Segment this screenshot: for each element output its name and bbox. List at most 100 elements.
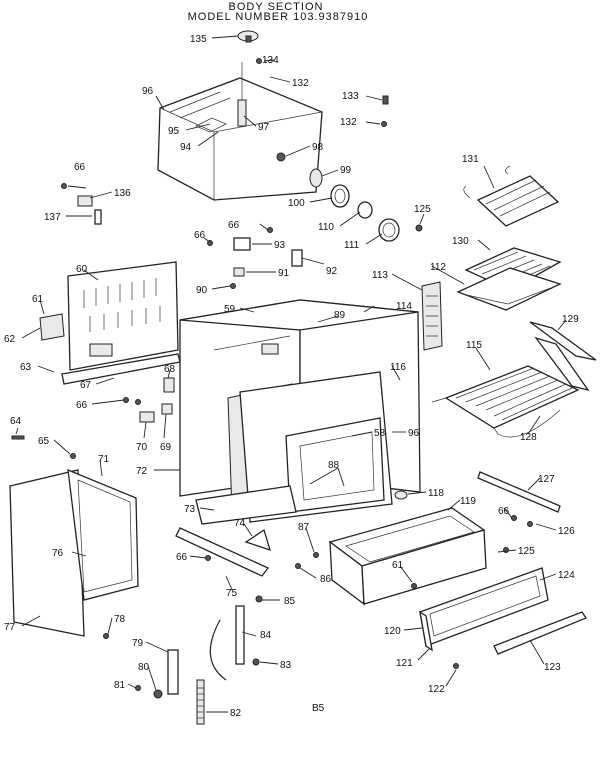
callout-96: 96: [408, 428, 420, 439]
broil-pan-130: [456, 247, 562, 311]
callout-137: 137: [44, 212, 61, 223]
callout-113: 113: [372, 270, 388, 281]
callout-136: 136: [114, 188, 131, 199]
callout-64: 64: [10, 416, 22, 427]
lamp-socket-100: [330, 184, 350, 208]
rack-support-129: [529, 321, 597, 361]
diagram-title: BODY SECTION: [228, 1, 324, 13]
callout-82: 82: [230, 708, 242, 719]
callout-60: 60: [76, 264, 88, 275]
callout-68: 68: [164, 364, 176, 375]
callout-66: 66: [76, 400, 88, 411]
callout-95: 95: [168, 126, 180, 137]
callout-132: 132: [340, 117, 357, 128]
callout-90: 90: [196, 285, 208, 296]
callout-66: 66: [228, 220, 240, 231]
rail-127: [477, 471, 561, 513]
callout-61: 61: [32, 294, 44, 305]
callout-73: 73: [184, 504, 196, 515]
leader-lines: [15, 35, 567, 713]
callout-58: 58: [374, 428, 386, 439]
callout-87: 87: [298, 522, 310, 533]
callout-91: 91: [278, 268, 290, 279]
callout-62: 62: [4, 334, 16, 345]
storage-drawer-119: [295, 471, 587, 669]
callout-71: 71: [98, 454, 110, 465]
callout-66: 66: [498, 506, 510, 517]
callout-118: 118: [428, 488, 444, 499]
callout-66: 66: [74, 162, 86, 173]
callout-85: 85: [284, 596, 296, 607]
callout-74: 74: [234, 518, 246, 529]
callout-124: 124: [558, 570, 575, 581]
lens-ring-111: [378, 218, 400, 242]
callout-116: 116: [390, 362, 406, 373]
callout-labels: 135 134 132 133 132 96 97 95 94 98 99 13…: [4, 34, 579, 719]
callout-127: 127: [538, 474, 555, 485]
callout-120: 120: [384, 626, 401, 637]
callout-65: 65: [38, 436, 50, 447]
callout-99: 99: [340, 165, 352, 176]
callout-125: 125: [518, 546, 535, 557]
callout-111: 111: [344, 240, 360, 251]
callout-134: 134: [262, 55, 279, 66]
callout-79: 79: [132, 638, 144, 649]
bracket-93: [233, 237, 251, 251]
callout-59: 59: [224, 304, 236, 315]
callout-75: 75: [226, 588, 238, 599]
rear-panel-60: [39, 261, 181, 385]
trim-75: [175, 527, 270, 577]
callout-126: 126: [558, 526, 575, 537]
bracket-92: [291, 249, 303, 267]
callout-123: 123: [544, 662, 561, 673]
model-number: MODEL NUMBER 103.9387910: [187, 11, 369, 23]
callout-132: 132: [292, 78, 309, 89]
callout-119: 119: [460, 496, 476, 507]
callout-84: 84: [260, 630, 272, 641]
oven-body-frame: [179, 299, 421, 525]
door-hinge-84: [135, 595, 263, 725]
callout-130: 130: [452, 236, 469, 247]
callout-129: 129: [562, 314, 579, 325]
callout-112: 112: [430, 262, 446, 273]
callout-97: 97: [258, 122, 270, 133]
callout-100: 100: [288, 198, 305, 209]
callout-67: 67: [80, 380, 92, 391]
bracket-136: [77, 195, 93, 207]
callout-76: 76: [52, 548, 64, 559]
callout-77: 77: [4, 622, 16, 633]
oven-rack-115: [431, 365, 580, 438]
cooktop-box-96: [157, 77, 323, 201]
callout-94: 94: [180, 142, 192, 153]
callout-125: 125: [414, 204, 431, 215]
callout-110: 110: [318, 222, 334, 233]
callout-88: 88: [328, 460, 340, 471]
lamp-bulb-99: [309, 168, 323, 188]
callout-128: 128: [520, 432, 537, 443]
callout-66: 66: [194, 230, 206, 241]
callout-80: 80: [138, 662, 150, 673]
callout-135: 135: [190, 34, 207, 45]
callout-72: 72: [136, 466, 148, 477]
broiler-rack-131: [463, 165, 560, 227]
callout-93: 93: [274, 240, 286, 251]
callout-83: 83: [280, 660, 292, 671]
bracket-62: [39, 313, 65, 341]
callout-92: 92: [326, 266, 338, 277]
callout-89: 89: [334, 310, 346, 321]
callout-69: 69: [160, 442, 172, 453]
callout-98: 98: [312, 142, 324, 153]
bottom-trim-73: [195, 485, 297, 525]
clip-137: [94, 209, 102, 225]
callout-114: 114: [396, 301, 412, 312]
callout-122: 122: [428, 684, 445, 695]
bracket-74: [244, 528, 271, 552]
callout-78: 78: [114, 614, 126, 625]
callout-86: 86: [320, 574, 332, 585]
callout-121: 121: [396, 658, 413, 669]
callout-96: 96: [142, 86, 154, 97]
lens-110: [357, 201, 373, 219]
callout-61: 61: [392, 560, 404, 571]
callout-133: 133: [342, 91, 359, 102]
